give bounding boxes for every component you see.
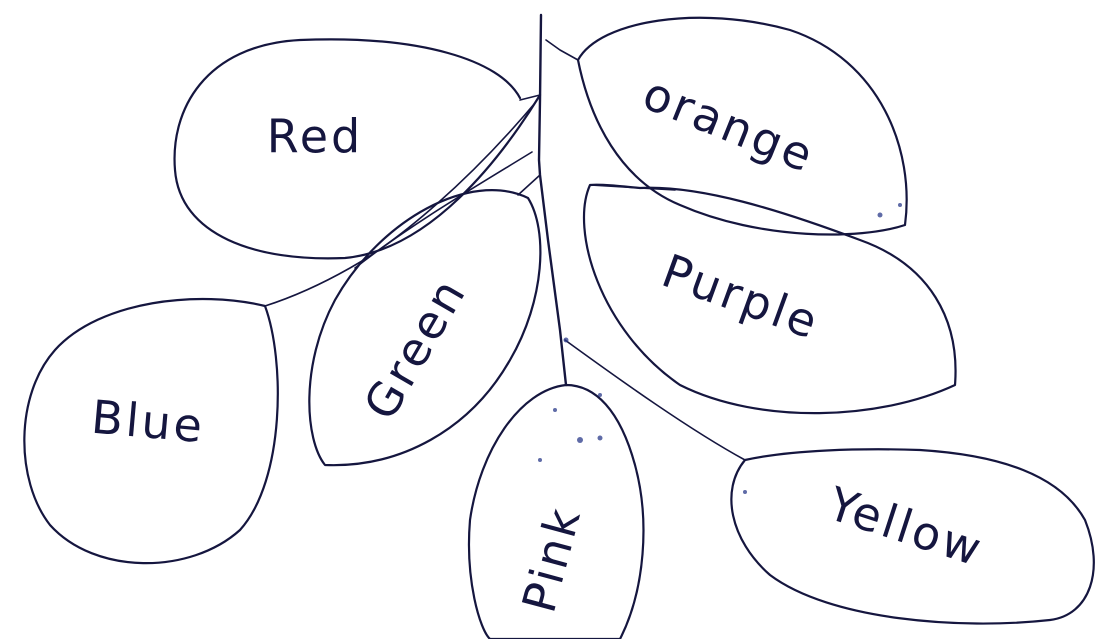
label-orange: orange [636,66,823,183]
label-red: Red [267,110,363,164]
label-blue: Blue [89,390,207,454]
label-pink: Pink [512,500,592,618]
main-stem [539,15,566,385]
label-purple: Purple [655,243,827,350]
label-green: Green [353,268,477,429]
label-yellow: Yellow [821,476,990,577]
stem-tick [546,40,578,60]
petiole-green [518,175,540,195]
